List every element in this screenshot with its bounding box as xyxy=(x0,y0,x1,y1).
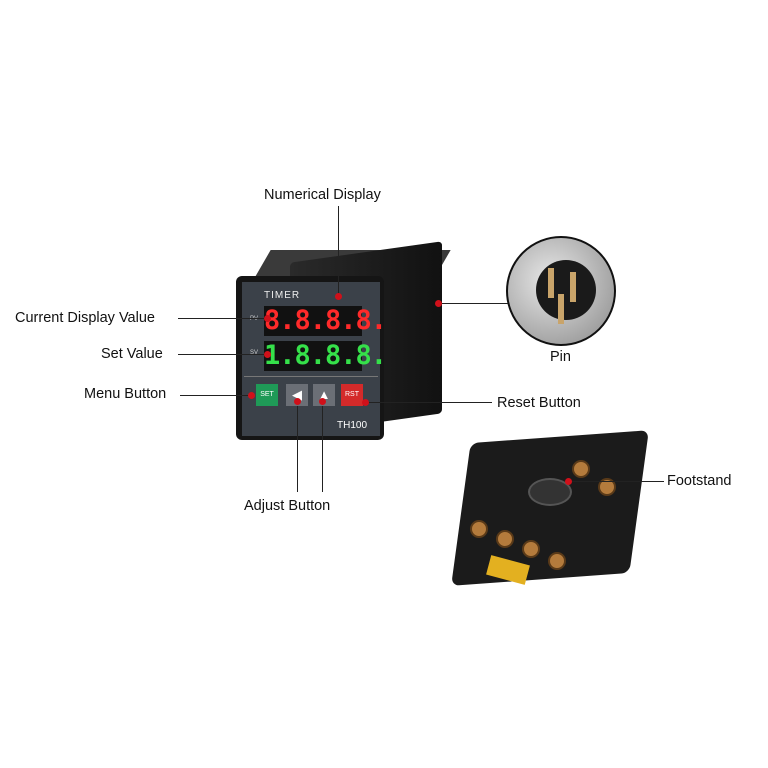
pin-socket xyxy=(536,260,596,320)
pointer-dot xyxy=(319,398,326,405)
pv-label: PV xyxy=(250,316,259,322)
label-menu-button: Menu Button xyxy=(84,386,167,402)
pin-closeup xyxy=(506,236,616,346)
label-numerical-display: Numerical Display xyxy=(264,187,381,203)
pointer-line xyxy=(180,395,250,396)
menu-button[interactable]: SET xyxy=(256,384,278,406)
label-pin: Pin xyxy=(550,349,571,365)
label-set-value: Set Value xyxy=(101,346,163,362)
footstand-socket xyxy=(528,478,572,506)
pointer-dot xyxy=(264,351,271,358)
screw-terminal xyxy=(572,460,590,478)
sv-label: SV xyxy=(250,350,259,356)
pointer-line xyxy=(178,318,266,319)
pointer-dot xyxy=(565,478,572,485)
label-adjust-button: Adjust Button xyxy=(244,498,331,514)
pointer-dot xyxy=(335,293,342,300)
pointer-line xyxy=(438,303,508,304)
model-label: TH100 xyxy=(337,420,368,431)
pointer-line xyxy=(338,206,339,296)
pin xyxy=(558,294,564,324)
pv-display: 8.8.8.8. xyxy=(264,305,387,336)
panel-divider xyxy=(244,376,378,377)
pointer-dot xyxy=(362,399,369,406)
pointer-line xyxy=(568,481,664,482)
left-arrow-button[interactable]: ◀ xyxy=(286,384,308,406)
pointer-dot xyxy=(264,315,271,322)
pointer-dot xyxy=(294,398,301,405)
screw-terminal xyxy=(470,520,488,538)
pointer-line xyxy=(297,400,298,492)
screw-terminal xyxy=(598,478,616,496)
screw-terminal xyxy=(522,540,540,558)
label-reset-button: Reset Button xyxy=(497,395,581,411)
pointer-line xyxy=(178,354,266,355)
pointer-dot xyxy=(435,300,442,307)
label-footstand: Footstand xyxy=(667,473,732,489)
reset-button[interactable]: RST xyxy=(341,384,363,406)
pin xyxy=(548,268,554,298)
screw-terminal xyxy=(548,552,566,570)
pin xyxy=(570,272,576,302)
pointer-line xyxy=(364,402,492,403)
sv-display: 1.8.8.8. xyxy=(264,340,387,371)
pointer-dot xyxy=(248,392,255,399)
device-title: TIMER xyxy=(264,290,301,301)
screw-terminal xyxy=(496,530,514,548)
label-current-display-value: Current Display Value xyxy=(15,310,155,326)
pointer-line xyxy=(322,400,323,492)
